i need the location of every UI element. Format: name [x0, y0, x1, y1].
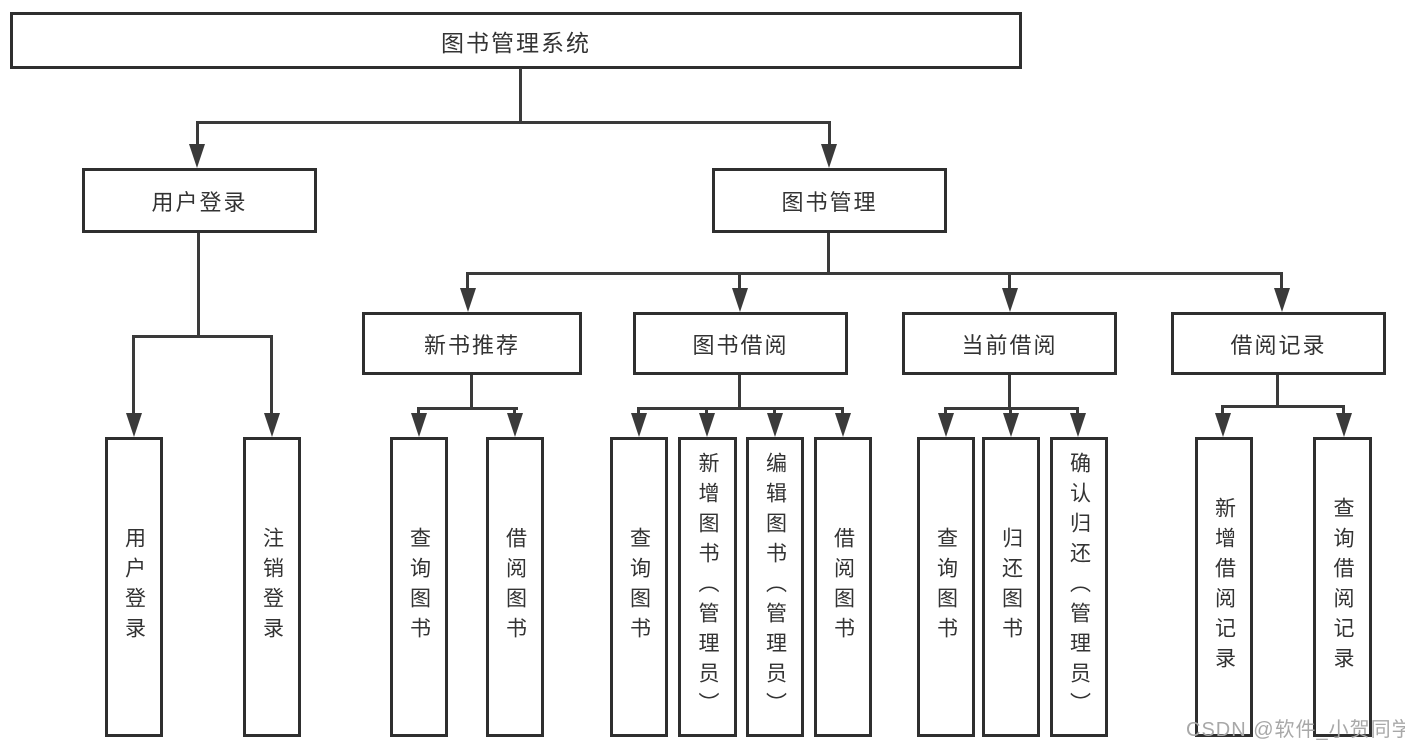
connector-line [513, 407, 516, 413]
connector-line [466, 272, 1283, 275]
connector-line [828, 121, 831, 147]
connector-line [738, 272, 741, 288]
connector-line [705, 407, 708, 413]
connector-line [1280, 272, 1283, 288]
connector-line [270, 335, 273, 413]
connector-arrow [821, 144, 837, 168]
connector-line [197, 233, 200, 338]
connector-line [1009, 407, 1012, 413]
leaf-add-books-admin: 新增图书（管理员） [678, 437, 737, 737]
connector-arrow [460, 288, 476, 312]
connector-line [1008, 375, 1011, 410]
connector-line [417, 407, 420, 413]
node-book-management: 图书管理 [712, 168, 947, 233]
connector-line [132, 335, 273, 338]
connector-arrow [1002, 288, 1018, 312]
leaf-query-books-recommend: 查询图书 [390, 437, 448, 737]
node-borrow-records: 借阅记录 [1171, 312, 1386, 375]
connector-line [1221, 405, 1345, 408]
leaf-add-borrow-record: 新增借阅记录 [1195, 437, 1253, 737]
connector-arrow [189, 144, 205, 168]
leaf-borrow-books: 借阅图书 [814, 437, 872, 737]
connector-arrow [1003, 413, 1019, 437]
leaf-borrow-books-recommend: 借阅图书 [486, 437, 544, 737]
node-current-borrow: 当前借阅 [902, 312, 1117, 375]
leaf-confirm-return-admin: 确认归还（管理员） [1050, 437, 1108, 737]
leaf-edit-books-admin: 编辑图书（管理员） [746, 437, 804, 737]
node-new-book-recommend: 新书推荐 [362, 312, 582, 375]
connector-arrow [1274, 288, 1290, 312]
connector-arrow [126, 413, 142, 437]
leaf-user-login: 用户登录 [105, 437, 163, 737]
connector-line [1276, 375, 1279, 408]
connector-line [827, 233, 830, 275]
leaf-query-borrow-record: 查询借阅记录 [1313, 437, 1372, 737]
connector-arrow [1215, 413, 1231, 437]
connector-line [470, 375, 473, 410]
connector-line [519, 68, 522, 124]
connector-arrow [507, 413, 523, 437]
connector-line [738, 375, 741, 410]
connector-line [196, 121, 199, 147]
connector-line [944, 407, 947, 413]
connector-arrow [767, 413, 783, 437]
connector-arrow [699, 413, 715, 437]
connector-arrow [732, 288, 748, 312]
leaf-return-books: 归还图书 [982, 437, 1040, 737]
watermark: CSDN @软件_小贺同学 [1186, 719, 1405, 741]
leaf-query-books-current: 查询图书 [917, 437, 975, 737]
connector-line [417, 407, 518, 410]
connector-arrow [938, 413, 954, 437]
connector-line [1342, 405, 1345, 413]
connector-line [773, 407, 776, 413]
connector-line [841, 407, 844, 413]
connector-line [1221, 405, 1224, 413]
node-user-login: 用户登录 [82, 168, 317, 233]
connector-arrow [835, 413, 851, 437]
connector-arrow [264, 413, 280, 437]
connector-arrow [631, 413, 647, 437]
connector-arrow [411, 413, 427, 437]
connector-arrow [1336, 413, 1352, 437]
node-library-system: 图书管理系统 [10, 12, 1022, 69]
connector-arrow [1070, 413, 1086, 437]
connector-line [1076, 407, 1079, 413]
connector-line [637, 407, 640, 413]
node-book-borrow: 图书借阅 [633, 312, 848, 375]
leaf-logout: 注销登录 [243, 437, 301, 737]
connector-line [196, 121, 831, 124]
connector-line [132, 335, 135, 413]
connector-line [466, 272, 469, 288]
leaf-query-books-borrow: 查询图书 [610, 437, 668, 737]
connector-line [1008, 272, 1011, 288]
connector-line [637, 407, 844, 410]
